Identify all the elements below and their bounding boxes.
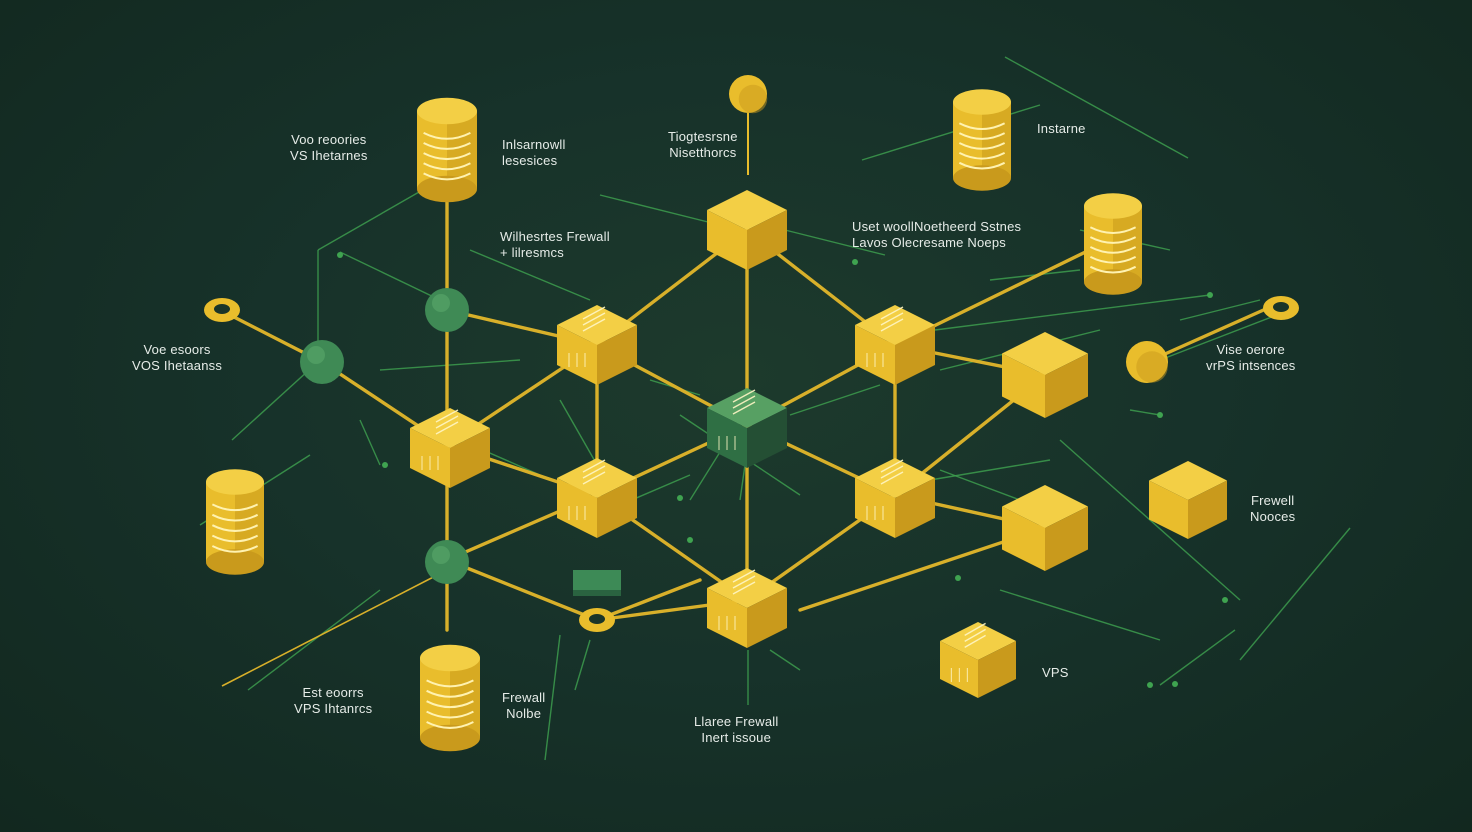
thin-link-22 (574, 639, 591, 691)
sphere-node-top-yellow (729, 75, 768, 114)
sphere-node-left (300, 340, 344, 384)
link-dot-1 (382, 462, 388, 468)
thin-link-10 (934, 294, 1211, 331)
ring-connector-left (204, 298, 240, 322)
link-dot-7 (687, 537, 693, 543)
link-dot-6 (1147, 682, 1153, 688)
thin-link-1 (861, 104, 1041, 161)
ring-connector-bottom (579, 608, 615, 632)
server-node-left (206, 469, 264, 575)
link-dot-0 (337, 252, 343, 258)
link-dot-10 (1172, 681, 1178, 687)
thin-link-36 (359, 419, 381, 466)
cube-node-bottom (707, 568, 787, 648)
green-block-node (573, 570, 621, 596)
nodes (204, 75, 1299, 752)
thin-link-13 (1179, 299, 1261, 321)
label-instance: Instarne (1037, 121, 1086, 136)
thin-link-30 (379, 359, 521, 371)
server-node-top-left (417, 97, 477, 203)
server-node-right (1084, 193, 1142, 295)
thin-link-9 (784, 229, 886, 256)
link-dot-9 (677, 495, 683, 501)
cube-node-upper-left (557, 305, 637, 385)
cube-node-upper-right (855, 305, 935, 385)
thin-link-21 (544, 634, 561, 761)
ring-connector-right (1263, 296, 1299, 320)
link-dot-2 (852, 259, 858, 265)
server-node-bottom (420, 644, 480, 752)
cube-node-right-upper (1002, 332, 1088, 418)
thin-link-7 (469, 249, 591, 301)
thin-link-17 (999, 589, 1161, 641)
thick-link-7 (445, 558, 599, 622)
thin-link-23 (247, 589, 381, 691)
link-dot-8 (955, 575, 961, 581)
thin-link-0 (1004, 56, 1189, 159)
link-dot-5 (1222, 597, 1228, 603)
thick-link-25 (1145, 306, 1270, 364)
link-dot-4 (1157, 412, 1163, 418)
label-vps-bottom-right: VPS (1042, 665, 1069, 680)
sphere-node-upper (425, 288, 469, 332)
thin-link-15 (1239, 527, 1351, 661)
cube-node-bottom-right (940, 622, 1016, 698)
thin-link-6 (339, 251, 441, 301)
cube-node-top (707, 190, 787, 270)
thin-link-27 (789, 384, 881, 416)
thin-yellow-link (221, 569, 448, 687)
link-dot-3 (1207, 292, 1213, 298)
thin-link-16 (1159, 629, 1236, 686)
cube-node-right-lower (1002, 485, 1088, 571)
thin-link-32 (929, 459, 1051, 481)
thin-link-11 (1129, 409, 1161, 416)
cube-node-left (410, 408, 490, 488)
thin-link-31 (559, 399, 601, 471)
thin-link-8 (599, 194, 721, 226)
server-node-top-right (953, 89, 1011, 191)
cube-node-lower-left (557, 458, 637, 538)
thin-link-14 (1159, 309, 1291, 361)
sphere-node-right-yellow (1126, 341, 1168, 383)
thick-link-27 (595, 578, 702, 622)
cube-node-center (707, 388, 787, 468)
sphere-node-lower (425, 540, 469, 584)
label-firewall-resources: Wilhesrtes Frewall+ lilresmcs (500, 229, 610, 260)
cube-node-far-right (1149, 461, 1227, 539)
thin-link-18 (939, 469, 1021, 501)
cube-node-lower-right (855, 458, 935, 538)
thin-link-19 (769, 649, 801, 671)
